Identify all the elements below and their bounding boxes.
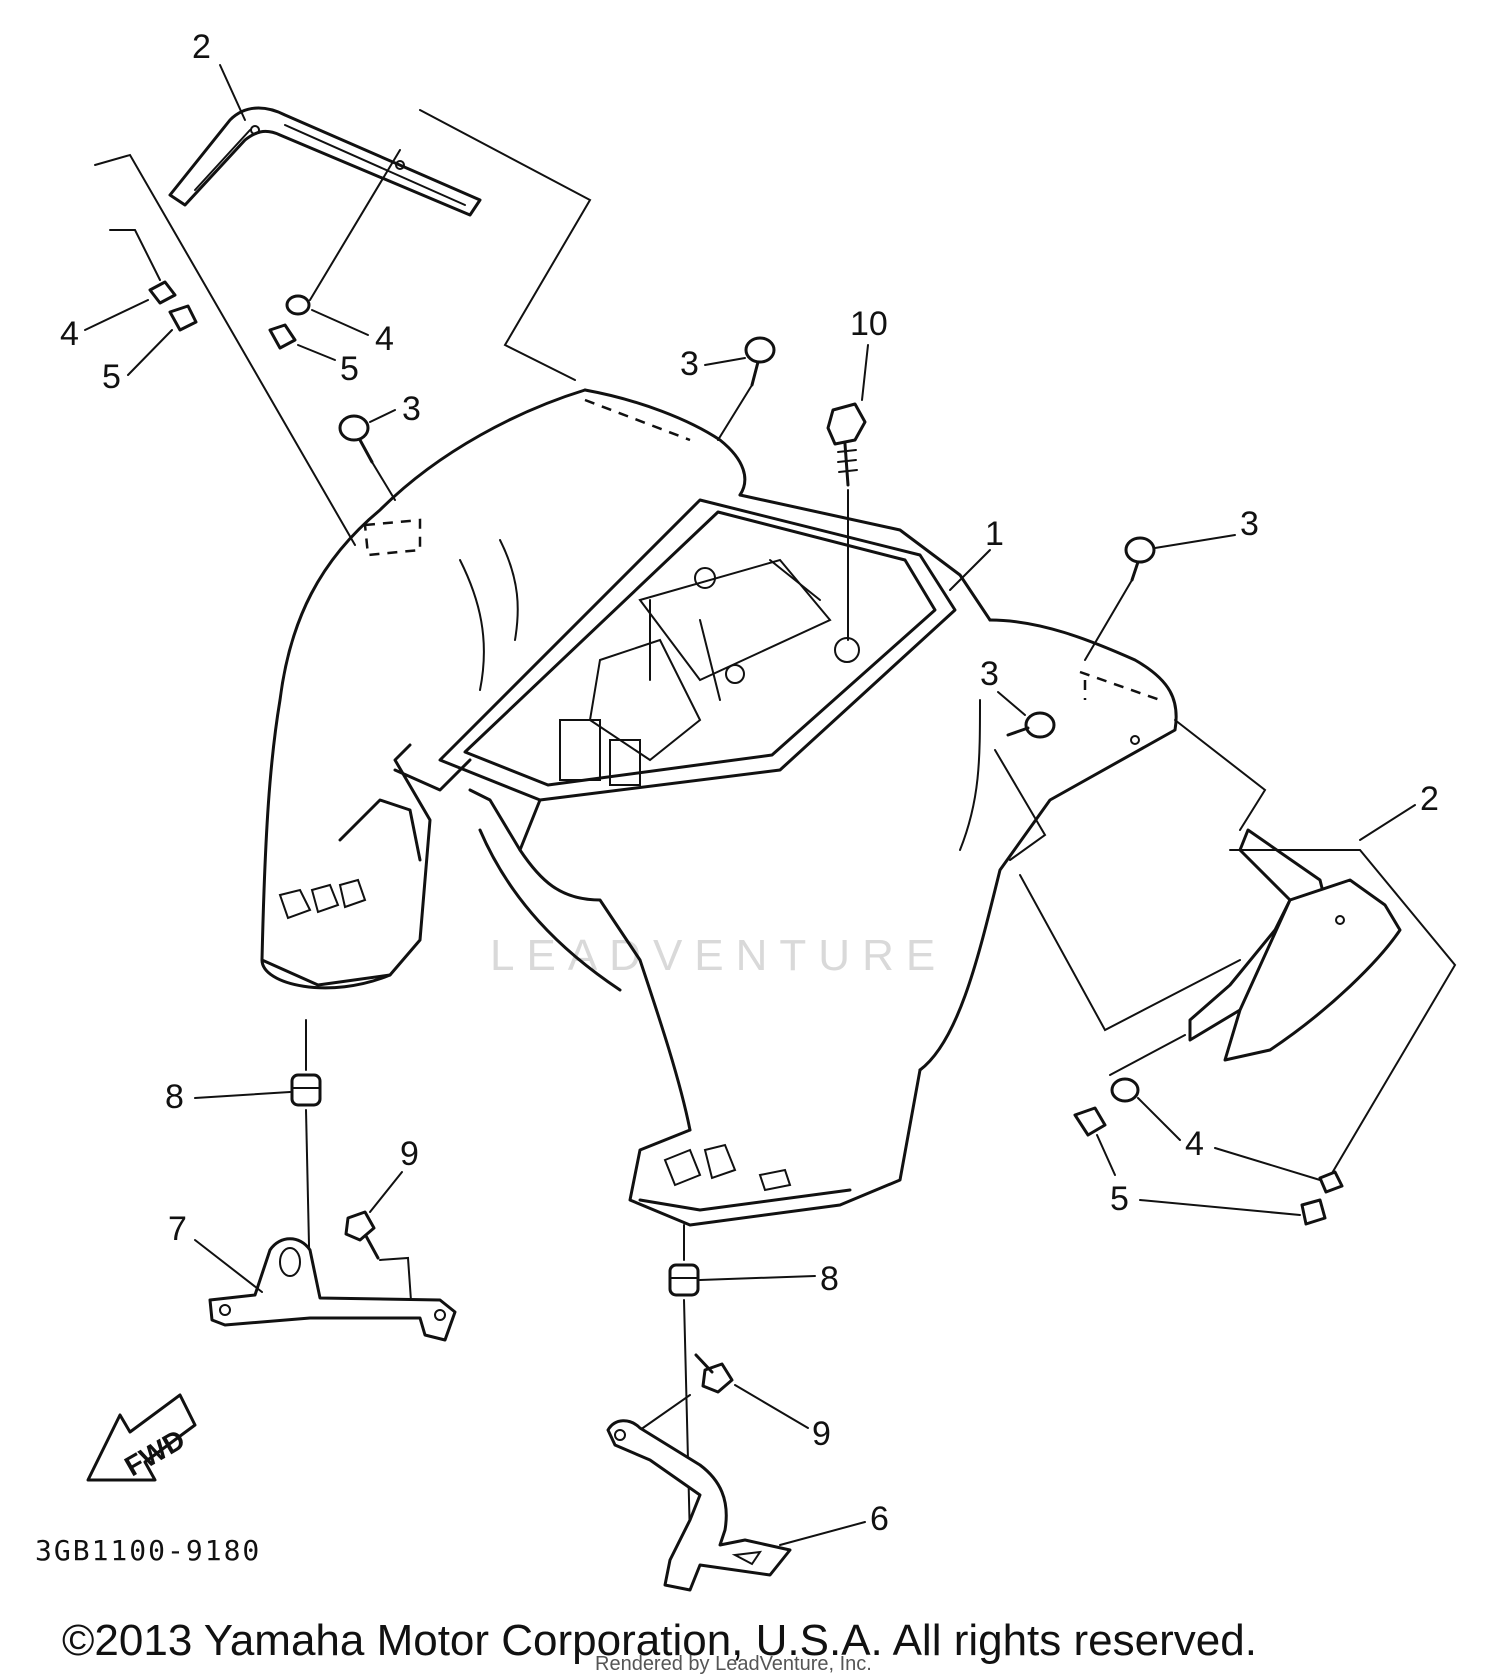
watermark: LEADVENTURE — [490, 931, 947, 980]
nut-part-4-top-left — [148, 280, 177, 305]
part-label-3-d: 3 — [980, 655, 999, 693]
bolt-part-9-left — [344, 1210, 380, 1260]
bracket-part-7 — [208, 1237, 457, 1342]
nut-part-4-right-small — [1318, 1170, 1344, 1194]
part-label-3-b: 3 — [680, 345, 699, 383]
part-label-5-c: 5 — [1110, 1180, 1129, 1218]
part-label-1: 1 — [985, 515, 1004, 553]
part-label-5-b: 5 — [340, 350, 359, 388]
part-label-3-c: 3 — [1240, 505, 1259, 543]
part-label-8-a: 8 — [165, 1078, 184, 1116]
screw-part-3-c — [1124, 536, 1156, 582]
screw-part-3-a — [338, 414, 374, 464]
nut-part-4-top-mid — [285, 294, 311, 316]
nut-part-4-right — [1110, 1077, 1140, 1103]
part-label-3-a: 3 — [402, 390, 421, 428]
nut-part-5-right-small — [1300, 1198, 1327, 1226]
screw-part-3-b — [744, 336, 776, 387]
grommet-part-8-right — [668, 1263, 700, 1297]
mudguard-part-2-right — [1188, 828, 1402, 1062]
part-label-2-left: 2 — [192, 28, 211, 66]
rendered-by-notice: Rendered by LeadVenture, Inc. — [595, 1653, 872, 1675]
front-fender-part-1 — [260, 388, 1178, 1227]
part-label-2-right: 2 — [1420, 780, 1439, 818]
nut-part-5-top-mid — [268, 323, 297, 350]
bolt-part-10 — [826, 402, 867, 487]
nut-part-5-right — [1073, 1106, 1107, 1137]
part-label-7: 7 — [168, 1210, 187, 1248]
part-label-6: 6 — [870, 1500, 889, 1538]
screw-part-3-d — [1006, 711, 1056, 739]
grommet-part-8-left — [290, 1073, 322, 1107]
part-label-10: 10 — [850, 305, 888, 343]
part-label-9-a: 9 — [400, 1135, 419, 1173]
mudguard-part-2-left — [168, 106, 482, 217]
bolt-part-9-right — [694, 1353, 734, 1394]
part-label-4-b: 4 — [375, 320, 394, 358]
part-label-4-a: 4 — [60, 315, 79, 353]
part-label-8-b: 8 — [820, 1260, 839, 1298]
part-label-5-a: 5 — [102, 358, 121, 396]
copyright-notice: ©2013 Yamaha Motor Corporation, U.S.A. A… — [62, 1616, 1257, 1665]
bracket-part-6 — [606, 1419, 792, 1592]
forward-direction-arrow: FWD — [86, 1393, 197, 1482]
part-label-9-b: 9 — [812, 1415, 831, 1453]
diagram-code: 3GB1100-9180 — [35, 1534, 261, 1567]
nut-part-5-top-left — [168, 304, 198, 332]
part-label-4-c: 4 — [1185, 1125, 1204, 1163]
